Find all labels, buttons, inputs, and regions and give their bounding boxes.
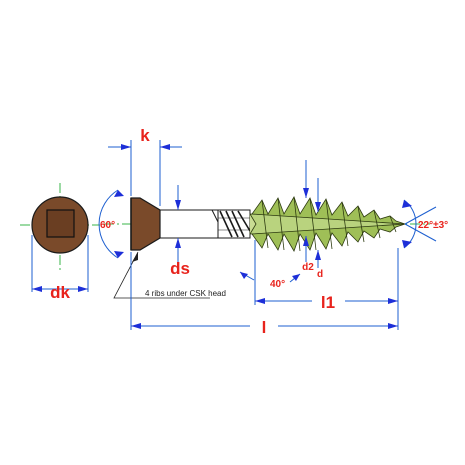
square-drive-recess (46, 209, 75, 238)
tip-angle-line-top (404, 206, 437, 225)
thread-teeth-top (251, 196, 406, 225)
thread-start (249, 213, 257, 235)
ribs-note: 4 ribs under CSK head (113, 251, 226, 299)
thread-helix-lines (261, 196, 397, 252)
tip-angle-arrow-top (402, 200, 412, 208)
ds-arrow-bottom (175, 238, 181, 248)
k-label: k (140, 126, 150, 145)
l-dimension: l (130, 252, 398, 337)
thread-angle: 40° (239, 271, 301, 290)
d2-arrow-top (315, 202, 321, 212)
tip-angle-label: 22°±3° (418, 220, 448, 231)
countersunk-head (130, 197, 161, 251)
head-angle-label: 60° (100, 220, 115, 231)
shank-ribs (211, 209, 251, 239)
k-arrow-left (121, 144, 131, 150)
d2-arrow-bottom (303, 236, 309, 246)
head-side-view: 60° (98, 189, 161, 259)
dk-label: dk (50, 283, 70, 302)
d-label: d (317, 269, 323, 280)
shank (159, 209, 251, 239)
dk-arrow-right (78, 286, 88, 292)
tip-angle: 22°±3° (402, 199, 448, 249)
l1-arrow-left (255, 298, 265, 304)
d-dimensions: d2 d (302, 160, 323, 280)
thread-section (249, 196, 406, 252)
thread-angle-arrow-left (240, 272, 248, 279)
ds-label: ds (170, 259, 190, 278)
ds-arrow-top (175, 200, 181, 210)
ds-dimension: ds (170, 185, 190, 278)
thread-angle-arrow-right (292, 274, 300, 281)
k-dimension: k (108, 126, 182, 206)
k-arrow-right (160, 144, 170, 150)
l-label: l (262, 318, 267, 337)
d-arrow-bottom (315, 250, 321, 260)
l-arrow-right (388, 323, 398, 329)
tip-angle-arrow-bottom (402, 240, 412, 248)
head-angle-arrow-top (114, 190, 124, 197)
thread-teeth-bottom (251, 223, 406, 252)
head-front-view: dk (20, 183, 100, 302)
d-arrow-top (303, 188, 309, 198)
d2-label: d2 (302, 262, 314, 273)
ribs-note-leader (113, 251, 210, 299)
thread-angle-label: 40° (270, 279, 285, 290)
head-angle-arc (98, 189, 119, 259)
l1-label: l1 (321, 293, 335, 312)
ribs-note-text: 4 ribs under CSK head (145, 289, 226, 298)
head-angle-arrow-bottom (114, 251, 124, 258)
l-arrow-left (131, 323, 141, 329)
shank-body (159, 209, 221, 239)
dk-arrow-left (32, 286, 42, 292)
l1-arrow-right (388, 298, 398, 304)
l1-dimension: l1 (254, 240, 399, 330)
tip-angle-line-bottom (404, 223, 437, 242)
